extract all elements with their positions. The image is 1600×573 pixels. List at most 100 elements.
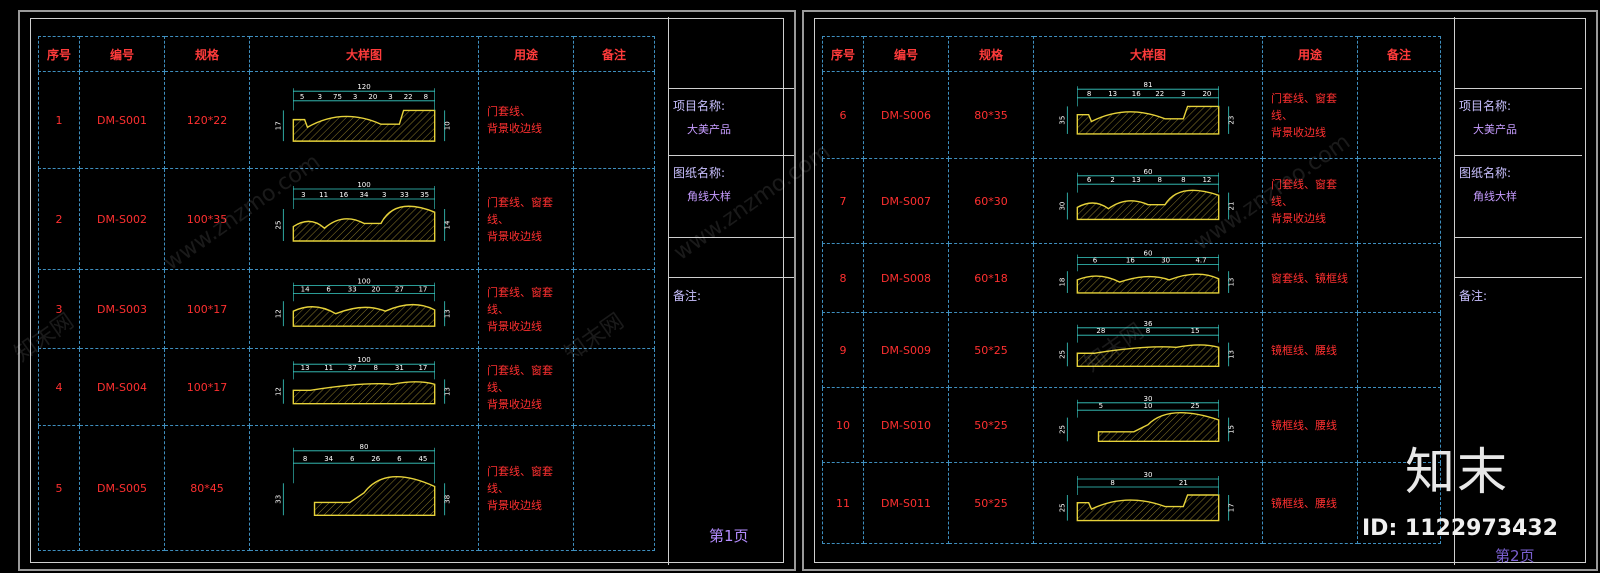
profile-outline	[1097, 412, 1220, 442]
profile-usage: 窗套线、镜框线	[1262, 243, 1358, 313]
dimension-label: 38	[444, 495, 452, 504]
profile-outline	[1076, 494, 1220, 522]
dimension-label: 13	[301, 364, 310, 372]
profile-spec: 50*25	[948, 312, 1034, 388]
dimension-label: 4.7	[1195, 256, 1206, 264]
dimension-label: 13	[444, 309, 452, 318]
dimension-label: 60	[1144, 168, 1153, 176]
project-name-label: 项目名称:	[673, 99, 726, 113]
title-block-2-drawing: 图纸名称: 角线大样	[1455, 156, 1582, 238]
dimension-label: 28	[1096, 327, 1105, 335]
row-number: 9	[822, 312, 864, 388]
dimension-label: 16	[339, 191, 348, 199]
dimension-label: 33	[348, 285, 357, 293]
title-block-2-spacer	[1455, 238, 1582, 278]
usage-line: 背景收边线	[487, 498, 542, 512]
profile-code: DM-S004	[79, 348, 165, 426]
dimension-label: 120	[357, 83, 370, 91]
project-name-value-2: 大美产品	[1473, 123, 1517, 136]
remark-cell	[1357, 462, 1441, 544]
project-name-label-2: 项目名称:	[1459, 99, 1512, 113]
dimension-label: 6	[1087, 176, 1092, 184]
dimension-label: 6	[397, 455, 402, 463]
usage-line: 镜框线、腰线	[1271, 343, 1337, 357]
dimension-label: 8	[1181, 176, 1185, 184]
dimension-label: 6	[326, 285, 331, 293]
drawing-name-label: 图纸名称:	[673, 166, 726, 180]
dimension-label: 8	[1158, 176, 1162, 184]
dimension-label: 13	[1108, 90, 1117, 98]
dimension-label: 100	[357, 356, 370, 364]
usage-line: 门套线、窗套线、	[487, 195, 553, 226]
dimension-label: 33	[400, 191, 409, 199]
profile-usage: 门套线、窗套线、背景收边线	[478, 269, 574, 349]
dimension-label: 8	[1110, 479, 1114, 487]
dimension-label: 6	[350, 455, 355, 463]
project-name-value: 大美产品	[687, 123, 731, 136]
drawing-name-value-2: 角线大样	[1473, 190, 1517, 203]
remark-label-2: 备注:	[1459, 289, 1488, 303]
dimension-label: 17	[418, 285, 427, 293]
dimension-label: 35	[420, 191, 429, 199]
column-header: 备注	[1357, 36, 1441, 72]
title-block-1: 项目名称: 大美产品 图纸名称: 角线大样 备注: 第1页	[668, 17, 794, 565]
remark-cell	[1357, 243, 1441, 313]
brand-id-label: ID: 1122973432	[1362, 516, 1558, 541]
usage-line: 背景收边线	[487, 229, 542, 243]
dimension-label: 20	[371, 285, 380, 293]
drawing-sheet-1	[18, 10, 796, 571]
usage-line: 门套线、窗套线、	[487, 464, 553, 495]
usage-line: 门套线、窗套线、	[487, 285, 553, 316]
profile-usage: 镜框线、腰线	[1262, 312, 1358, 388]
dimension-label: 3	[1181, 90, 1185, 98]
column-header: 大样图	[1033, 36, 1263, 72]
profile-outline	[1076, 189, 1220, 221]
dimension-label: 37	[348, 364, 357, 372]
remark-cell	[1357, 387, 1441, 463]
dimension-label: 81	[1144, 81, 1153, 89]
dimension-label: 15	[1191, 327, 1200, 335]
dimension-label: 12	[274, 309, 282, 318]
dimension-label: 17	[418, 364, 427, 372]
dimension-label: 45	[418, 455, 427, 463]
row-number: 8	[822, 243, 864, 313]
profile-spec: 50*25	[948, 462, 1034, 544]
column-header: 规格	[164, 36, 250, 72]
dimension-label: 22	[404, 93, 413, 101]
row-number: 11	[822, 462, 864, 544]
dimension-label: 26	[371, 455, 380, 463]
dimension-label: 100	[357, 181, 370, 189]
profile-code: DM-S006	[863, 71, 949, 159]
column-header: 用途	[1262, 36, 1358, 72]
dimension-label: 11	[324, 364, 333, 372]
usage-line: 背景收边线	[487, 122, 542, 135]
column-header: 大样图	[249, 36, 479, 72]
dimension-label: 12	[1202, 176, 1211, 184]
dimension-label: 25	[1191, 402, 1200, 410]
profile-outline	[1076, 344, 1220, 367]
column-header: 序号	[38, 36, 80, 72]
dimension-label: 3	[382, 191, 386, 199]
remark-cell	[1357, 71, 1441, 159]
page-number-2: 第2页	[1495, 547, 1535, 565]
title-block-2-project: 项目名称: 大美产品	[1455, 89, 1582, 156]
profile-outline	[292, 205, 436, 242]
dimension-label: 15	[1228, 425, 1236, 434]
usage-line: 背景收边线	[1271, 211, 1326, 225]
usage-line: 背景收边线	[487, 397, 542, 411]
usage-line: 门套线、窗套线、	[487, 363, 553, 394]
brand-logo: 知末	[1405, 443, 1509, 501]
dimension-label: 2	[1110, 176, 1114, 184]
profile-spec: 60*30	[948, 158, 1034, 244]
